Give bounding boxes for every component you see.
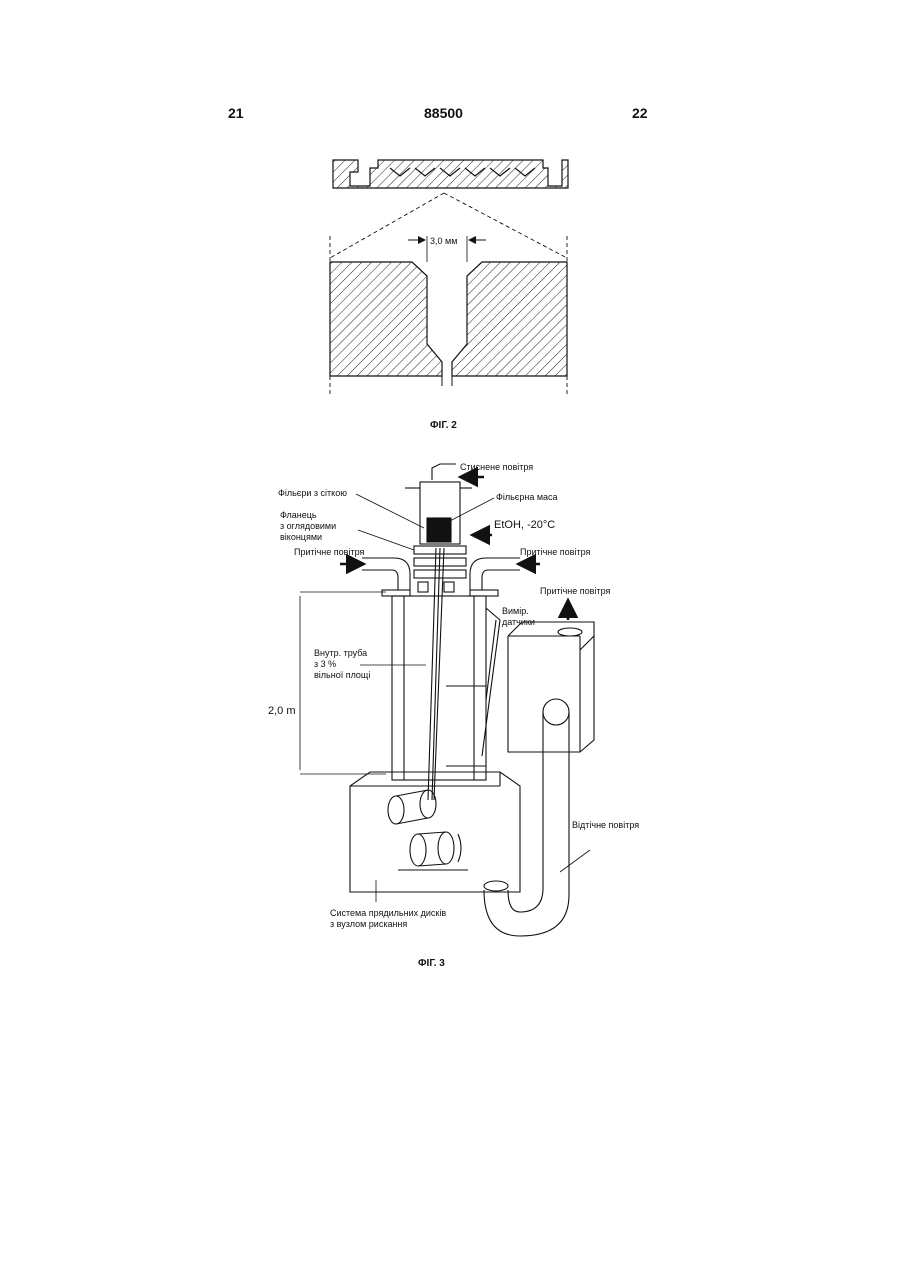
label-compressed-air: Стиснене повітря [460, 462, 533, 472]
fig2-dimension-label: 3,0 мм [430, 236, 457, 246]
label-flange-3: віконцями [280, 532, 322, 542]
label-supply-air-left: Притічне повітря [294, 547, 364, 557]
label-supply-air-top: Притічне повітря [540, 586, 610, 596]
label-inner-tube-2: з 3 % [314, 659, 336, 669]
label-flange: Фланець [280, 510, 317, 520]
label-supply-air-right: Притічне повітря [520, 547, 590, 557]
label-spinning-system: Система прядильних дисків [330, 908, 446, 918]
fig3-caption: ФІГ. 3 [418, 958, 445, 969]
fig2-caption: ФІГ. 2 [430, 420, 457, 431]
label-filter-mesh: Фільєри з сіткою [278, 488, 347, 498]
label-flange-2: з оглядовими [280, 521, 336, 531]
label-inner-tube: Внутр. труба [314, 648, 367, 658]
label-exhaust-air: Відтічне повітря [572, 820, 639, 830]
fig2-dimension: 3,0 мм [408, 236, 486, 262]
label-inner-tube-3: вільної площі [314, 670, 370, 680]
label-sensors: Вимір. [502, 606, 529, 616]
label-etoh: EtOH, -20°C [494, 519, 555, 531]
label-height: 2,0 m [268, 705, 296, 717]
label-sensors-2: датчики [502, 617, 535, 627]
fig2-section [330, 262, 567, 386]
label-spinneret-mass: Фільєрна маса [496, 492, 558, 502]
label-spinning-system-2: з вузлом рискання [330, 919, 407, 929]
fig2-plate [333, 160, 568, 188]
